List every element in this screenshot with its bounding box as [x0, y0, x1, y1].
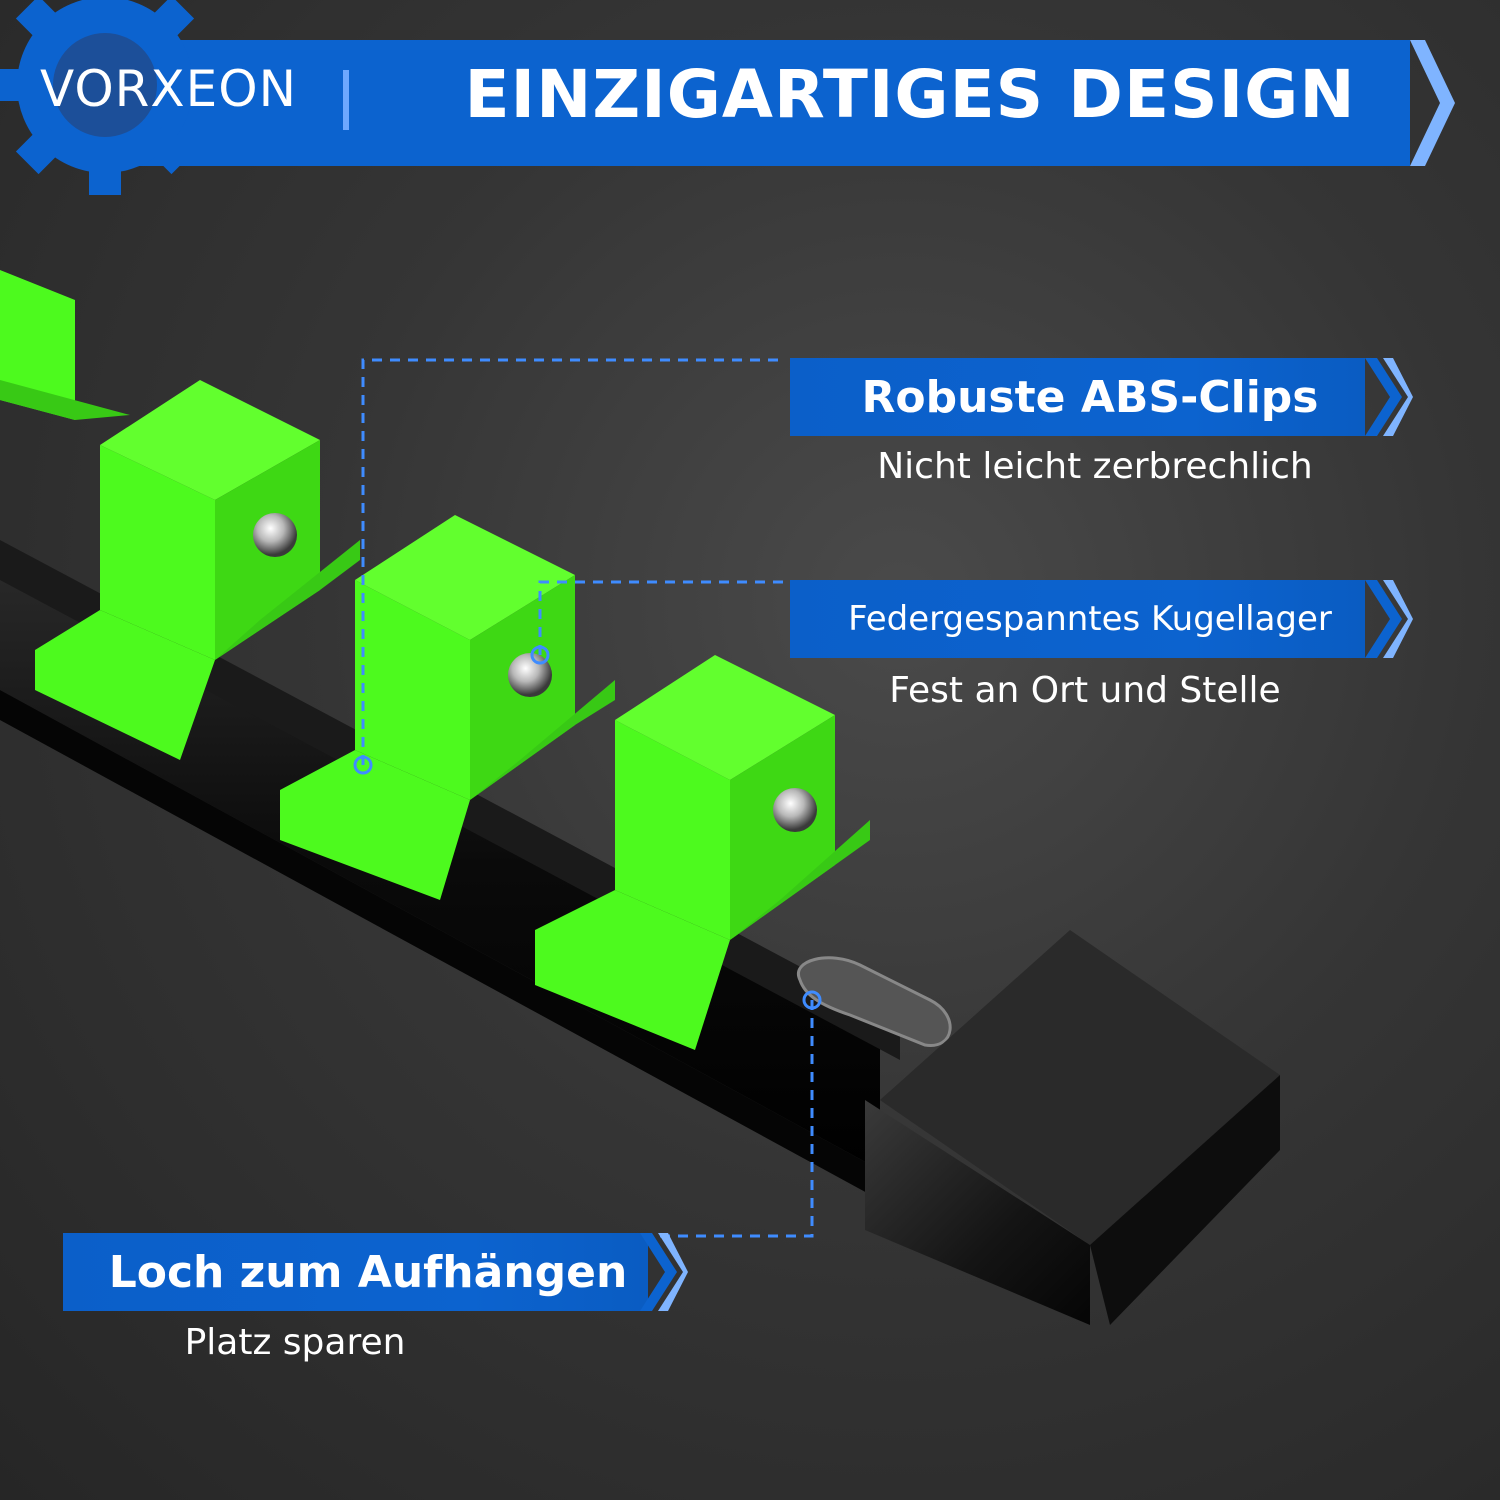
feature-banner-ball-bearing [790, 580, 1365, 658]
guide-dot [353, 755, 373, 775]
ball-bearing [773, 788, 817, 832]
chevron-right-icon [1365, 358, 1413, 436]
green-clip [35, 380, 360, 760]
gear-logo-icon [0, 0, 215, 195]
green-clip [535, 655, 870, 1050]
feature-subtitle: Nicht leicht zerbrechlich [877, 446, 1313, 487]
feature-subtitle: Fest an Ort und Stelle [889, 670, 1281, 711]
page-title: EINZIGARTIGES DESIGN [464, 56, 1356, 133]
brand-divider [343, 70, 349, 130]
ball-bearing [253, 513, 297, 557]
feature-banner-abs-clips [790, 358, 1365, 436]
feature-banner-hanging-hole [63, 1233, 648, 1311]
feature-title: Loch zum Aufhängen [108, 1246, 628, 1298]
chevron-right-icon [640, 1233, 688, 1311]
feature-title: Robuste ABS-Clips [861, 371, 1319, 423]
feature-title: Federgespanntes Kugellager [848, 599, 1332, 639]
header-banner [0, 40, 1470, 166]
guide-dot [530, 645, 550, 665]
end-cap [865, 930, 1280, 1325]
guide-dot [802, 990, 822, 1010]
guide-lines [361, 358, 814, 1238]
feature-subtitle: Platz sparen [184, 1322, 406, 1363]
green-clip [0, 270, 130, 420]
brand-name: VORXEON [40, 60, 298, 118]
chevron-right-icon [1365, 580, 1413, 658]
